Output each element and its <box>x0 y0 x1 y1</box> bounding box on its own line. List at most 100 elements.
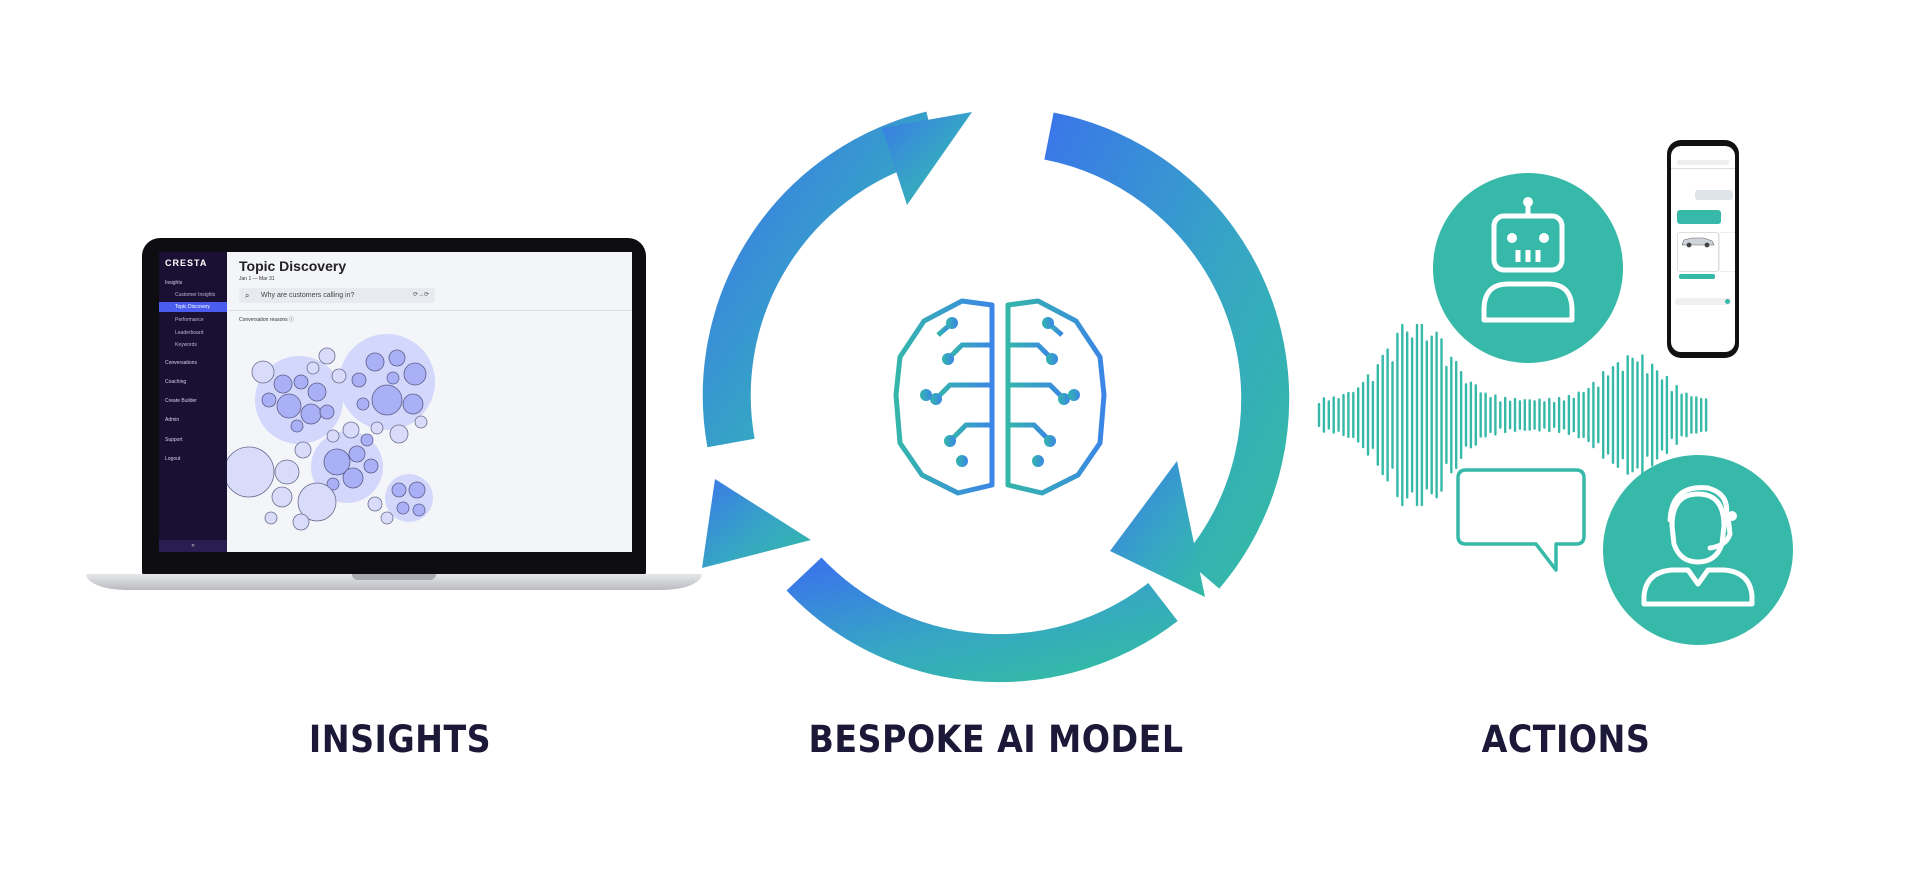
phone-message-input[interactable] <box>1675 298 1731 305</box>
topic-bubble <box>403 362 427 386</box>
nav-active-highlight <box>159 302 227 312</box>
caption-actions: ACTIONS <box>1481 718 1651 761</box>
topic-bubble <box>331 368 347 384</box>
caption-bespoke-ai-model: BESPOKE AI MODEL <box>808 718 1184 761</box>
topic-bubble <box>363 458 379 474</box>
audio-waveform-icon <box>1317 323 1708 507</box>
topic-bubble <box>274 459 300 485</box>
nav-admin[interactable]: Admin <box>165 417 180 423</box>
nav-coaching[interactable]: Coaching <box>165 379 187 385</box>
search-input[interactable]: ⌕ Why are customers calling in? ⟳→⟳ <box>239 288 435 303</box>
topic-bubble <box>273 374 293 394</box>
topic-bubble <box>307 382 327 402</box>
topic-bubble <box>402 393 424 415</box>
topic-bubble <box>414 415 428 429</box>
topic-bubble <box>319 404 335 420</box>
topic-bubble <box>326 477 340 491</box>
topic-bubble <box>391 482 407 498</box>
topic-bubble <box>300 403 322 425</box>
cycle-arc-top <box>702 111 938 448</box>
nav-conversations[interactable]: Conversations <box>165 360 197 366</box>
topic-bubble <box>360 433 374 447</box>
topic-bubble <box>342 467 364 489</box>
send-icon[interactable] <box>1725 299 1730 304</box>
phone-product-card <box>1677 232 1719 272</box>
cycle-arrowhead <box>702 479 811 568</box>
nav-customer-insights[interactable]: Customer Insights <box>175 292 216 298</box>
topic-bubble <box>306 361 320 375</box>
topic-bubble <box>348 445 366 463</box>
nav-logout[interactable]: Logout <box>165 456 181 462</box>
brain-nodes <box>920 317 1080 467</box>
nav-create-builder[interactable]: Create Builder <box>165 398 197 404</box>
cycle-arrowhead <box>882 112 972 205</box>
topic-bubble <box>261 392 277 408</box>
phone-product-card <box>1719 232 1735 272</box>
topic-bubble <box>371 384 403 416</box>
phone-divider <box>1671 168 1735 169</box>
topic-bubble <box>412 503 426 517</box>
cycle-arc-right <box>1044 112 1290 589</box>
topic-bubble <box>370 421 384 435</box>
topic-bubble <box>323 448 351 476</box>
laptop-screen: CRESTA Insights Customer Insights Topic … <box>159 252 632 552</box>
topic-bubble <box>342 421 360 439</box>
nav-insights[interactable]: Insights <box>165 280 183 286</box>
brain-circuit-icon <box>893 298 1107 496</box>
phone-chat-bubble <box>1677 210 1721 224</box>
topic-bubble <box>294 441 312 459</box>
phone-screen <box>1671 146 1735 352</box>
phone-url-bar <box>1677 160 1729 165</box>
topic-bubble <box>297 482 337 522</box>
cycle-arc-bottom <box>786 557 1178 683</box>
page-title: Topic Discovery <box>239 258 347 274</box>
compare-toggle[interactable]: ⟳→⟳ <box>412 292 429 298</box>
car-image <box>1681 237 1715 248</box>
topic-bubble <box>396 501 410 515</box>
app-sidebar: CRESTA Insights Customer Insights Topic … <box>159 252 227 552</box>
topic-bubble <box>293 374 309 390</box>
speech-bubble-icon <box>1456 468 1586 572</box>
topic-bubble <box>227 446 275 498</box>
topic-bubble <box>367 496 383 512</box>
date-range[interactable]: Jan 1 — Mar 31 <box>239 276 275 282</box>
topic-bubble <box>264 511 278 525</box>
sidebar-collapse-button[interactable]: « <box>159 540 227 552</box>
topic-bubble <box>356 397 370 411</box>
cresta-logo: CRESTA <box>165 258 208 268</box>
section-label: Conversation reasons ⓘ <box>239 317 295 323</box>
topic-bubble <box>386 371 400 385</box>
topic-bubble <box>389 424 409 444</box>
info-icon: ⓘ <box>289 317 295 323</box>
topic-bubble <box>326 429 340 443</box>
nav-topic-discovery[interactable]: Topic Discovery <box>175 304 211 310</box>
nav-performance[interactable]: Performance <box>175 317 204 323</box>
laptop-base <box>86 574 702 590</box>
search-icon: ⌕ <box>245 291 250 300</box>
divider <box>227 310 632 311</box>
topic-bubble <box>365 352 385 372</box>
phone-action-button[interactable] <box>1679 274 1715 279</box>
nav-support[interactable]: Support <box>165 437 183 443</box>
headset-agent-icon <box>1603 455 1793 645</box>
topic-bubble <box>292 513 310 531</box>
robot-icon <box>1433 173 1623 363</box>
topic-bubble <box>408 481 426 499</box>
phone-chat-bubble <box>1695 190 1733 200</box>
topic-bubble <box>251 360 275 384</box>
topic-bubble <box>271 486 293 508</box>
cycle-arrowhead <box>1110 461 1205 597</box>
topic-bubble <box>290 419 304 433</box>
search-placeholder: Why are customers calling in? <box>261 292 355 299</box>
topic-bubble <box>380 511 394 525</box>
cycle-diagram <box>702 111 1290 683</box>
topic-bubble <box>318 347 336 365</box>
nav-keywords[interactable]: Keywords <box>175 342 197 348</box>
topic-bubble <box>276 393 302 419</box>
caption-insights: INSIGHTS <box>308 718 492 761</box>
topic-bubble <box>388 349 406 367</box>
topic-bubble <box>351 372 367 388</box>
topic-bubble-chart <box>227 334 435 531</box>
laptop-notch <box>352 574 436 580</box>
nav-leaderboard[interactable]: Leaderboard <box>175 330 204 336</box>
